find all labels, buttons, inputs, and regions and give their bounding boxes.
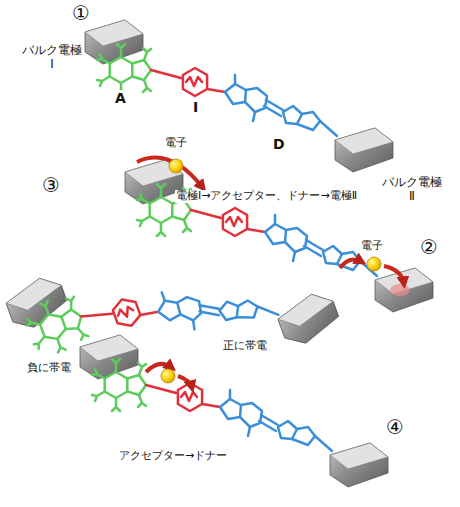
molecule-panel [80, 335, 388, 487]
transfer-arrow [178, 376, 192, 388]
transfer-arrow [340, 260, 362, 268]
transfer-arrow [384, 266, 404, 284]
callout-number: ② [420, 236, 438, 259]
transfer-caption: 電極Ⅰ→アクセプター、ドナー→電極Ⅱ [175, 190, 358, 203]
charge-spot [390, 284, 410, 296]
electrode-label: バルク電極 Ⅱ [382, 176, 442, 204]
molecule-panel [2, 187, 343, 435]
charge-label: 正に帯電 [222, 340, 268, 353]
callout-number: ① [72, 2, 90, 25]
part-name: A [114, 90, 127, 106]
transfer-arrow [137, 158, 203, 188]
transfer-caption: アクセプター→ドナー [118, 450, 228, 463]
electron [367, 257, 381, 271]
callout-number: ④ [386, 416, 404, 439]
part-name: I [192, 99, 199, 115]
part-name: D [272, 136, 286, 152]
electron [161, 369, 175, 383]
electron-label: 電子 [360, 240, 384, 253]
electrode-label: バルク電極 Ⅰ [22, 44, 82, 72]
charge-label: 負に帯電 [26, 362, 72, 375]
molecule-panel [85, 20, 393, 172]
callout-number: ③ [42, 174, 60, 197]
electron-label: 電子 [164, 137, 188, 150]
electron [169, 159, 183, 173]
